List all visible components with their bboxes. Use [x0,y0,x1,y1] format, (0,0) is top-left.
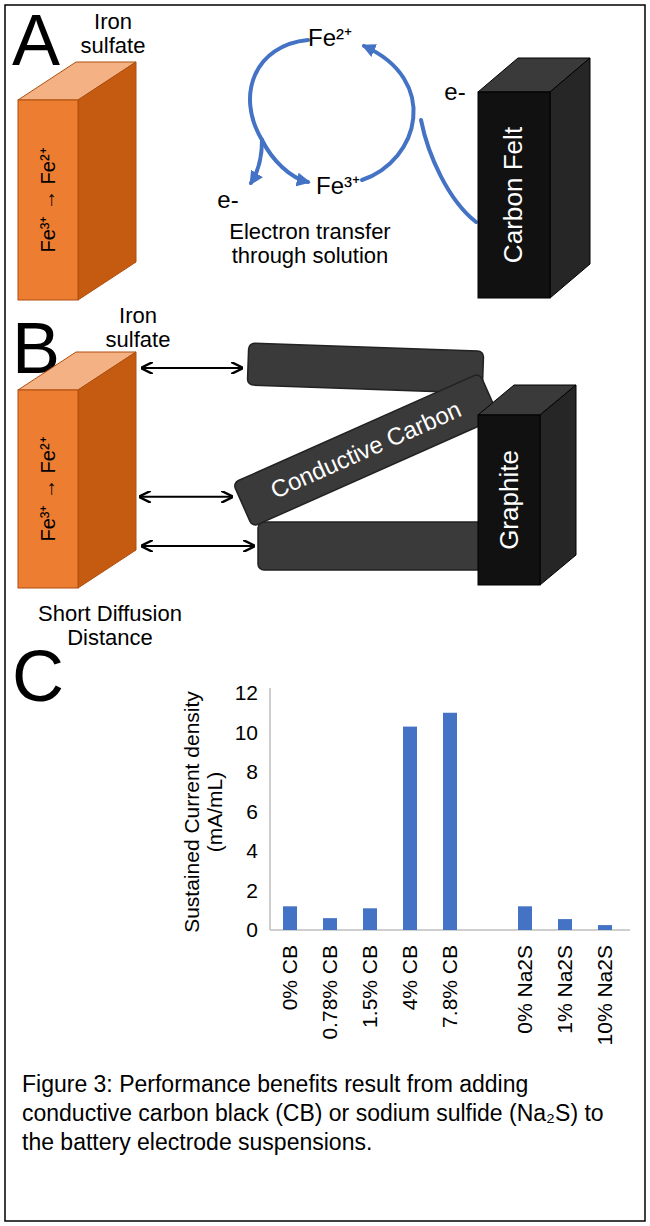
node-outline [478,385,576,585]
carbon-bar [258,522,498,570]
electron-arc [251,140,262,183]
diffusion-arrow [142,545,254,547]
bar [558,919,572,930]
category-label: 0% Na2S [513,945,536,1034]
block-heading: Iron sulfate [68,10,158,58]
electron-arc [421,120,476,222]
category-label: 10% Na2S [593,945,616,1045]
block-front-face [18,100,78,300]
category-label: 7.8% CB [438,945,461,1028]
iron-sulfate-block: Iron sulfateFe³⁺ → Fe²⁺ [18,352,136,588]
bar [518,906,532,930]
oxidation-arc [262,140,308,182]
tick-label: 4 [246,839,258,862]
y-axis [269,688,271,930]
tick-label: 8 [246,760,258,783]
process-note: Electron transfer through solution [205,220,415,268]
ion-label: Fe²⁺ [308,25,352,51]
conductive-carbon-bar: Conductive Carbon [232,372,500,528]
carbon-bar [247,343,483,393]
tick-label: 2 [246,879,258,902]
block-front-face [478,415,540,585]
block-label: Carbon Felt [500,95,527,295]
block-label: Fe³⁺ → Fe²⁺ [37,436,59,541]
ion-label: Fe³⁺ [316,173,360,199]
block-label: Fe³⁺ → Fe²⁺ [37,147,59,252]
bar [363,908,377,930]
category-label: 1.5% CB [358,945,381,1028]
electron-label: e- [217,187,238,213]
block-heading: Iron sulfate [93,304,183,352]
carbon-felt-block: Carbon Felt [478,58,590,298]
carbon-bar-shape [233,373,499,527]
category-label: 1% Na2S [553,945,576,1034]
figure-caption: Figure 3: Performance benefits result fr… [22,1070,628,1156]
bar [443,713,457,930]
electron-label: e- [444,79,465,105]
category-label: 0.78% CB [318,945,341,1040]
bar-label: Conductive Carbon [267,396,465,504]
axis-title: Sustained Current density (mA/mL) [180,677,226,947]
bar [403,727,417,930]
bar [323,918,337,930]
reduction-arc [362,46,414,180]
block-side-face [78,352,136,588]
block-side-face [550,58,590,298]
block-label: Graphite [495,450,524,550]
tick-label: 12 [235,681,258,704]
tick-label: 0 [246,918,258,941]
panel-letter: C [12,640,64,712]
bar [283,906,297,930]
tick-label: 10 [235,721,258,744]
block-front-face [478,92,550,298]
iron-sulfate-block: Iron sulfateFe³⁺ → Fe²⁺ [18,62,136,300]
figure-border [5,5,645,1221]
diffusion-arrow [140,496,232,498]
node-outline [18,352,136,588]
tick-label: 6 [246,800,258,823]
block-side-face [78,62,136,300]
block-side-face [540,385,576,585]
node-outline [18,62,136,300]
bar [598,925,612,930]
diffusion-arrow [142,367,242,369]
category-label: 0% CB [278,945,301,1010]
category-label: 4% CB [398,945,421,1010]
panel-letter: A [12,4,60,76]
block-front-face [18,390,78,588]
node-outline [478,58,590,298]
graphite-block: Graphite [478,385,576,585]
oxidation-arc [250,40,308,140]
